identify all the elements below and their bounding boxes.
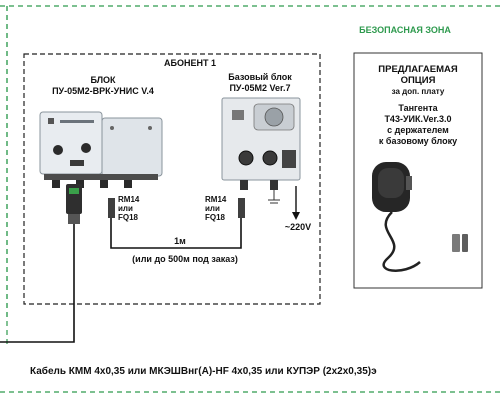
left-block-caption: БЛОК ПУ-05М2-ВРК-УНИС V.4 [38, 75, 168, 97]
inter-block-cable [110, 218, 242, 249]
right-rm14-connector [238, 198, 245, 218]
left-connector-label: RM14 или FQ18 [118, 195, 139, 222]
base-block-title-line2: ПУ-05М2 Ver.7 [229, 83, 291, 93]
left-block-title-line1: БЛОК [90, 75, 116, 85]
base-block-title-line1: Базовый блок [228, 72, 292, 82]
option-line1: ПРЕДЛАГАЕМАЯ [378, 64, 458, 75]
subscriber-frame [23, 53, 321, 305]
right-connector-label: RM14 или FQ18 [205, 195, 226, 222]
power-arrow [292, 212, 300, 220]
option-line2: ОПЦИЯ [400, 75, 436, 86]
right-connector-line1: RM14 [205, 195, 227, 204]
left-block-device [39, 111, 163, 188]
left-block-title-line2: ПУ-05М2-ВРК-УНИС V.4 [52, 86, 154, 96]
option-line7: к базовому блоку [378, 136, 458, 146]
cable-caption: Кабель КММ 4х0,35 или МКЭШВнг(А)-HF 4х0,… [30, 366, 377, 377]
base-block-caption: Базовый блок ПУ-05М2 Ver.7 [205, 72, 315, 94]
external-cable [0, 224, 75, 343]
handset-microphone [372, 162, 468, 272]
subscriber-title: АБОНЕНТ 1 [164, 58, 216, 68]
cable-length-label: 1м [174, 236, 186, 246]
right-connector-line3: FQ18 [205, 213, 226, 222]
left-connector-line2: или [118, 204, 133, 213]
left-rm14-connector [108, 198, 115, 218]
option-line5: Т43-УИК.Ver.3.0 [384, 114, 452, 124]
right-connector-line2: или [205, 204, 220, 213]
left-connector-line3: FQ18 [118, 213, 139, 222]
ground-symbol [268, 190, 280, 204]
option-panel-frame [353, 52, 483, 289]
left-connector-plug [66, 184, 82, 224]
left-connector-line1: RM14 [118, 195, 140, 204]
base-block-device [221, 97, 301, 190]
option-line4: Тангента [398, 103, 438, 113]
safe-zone-title: БЕЗОПАСНАЯ ЗОНА [359, 25, 451, 35]
option-line3: за доп. плату [391, 87, 445, 96]
option-panel-text: ПРЕДЛАГАЕМАЯ ОПЦИЯ за доп. плату Тангент… [356, 64, 480, 147]
option-line6: с держателем [387, 125, 449, 135]
power-label: ~220V [284, 222, 312, 232]
cable-length-note: (или до 500м под заказ) [132, 254, 238, 264]
